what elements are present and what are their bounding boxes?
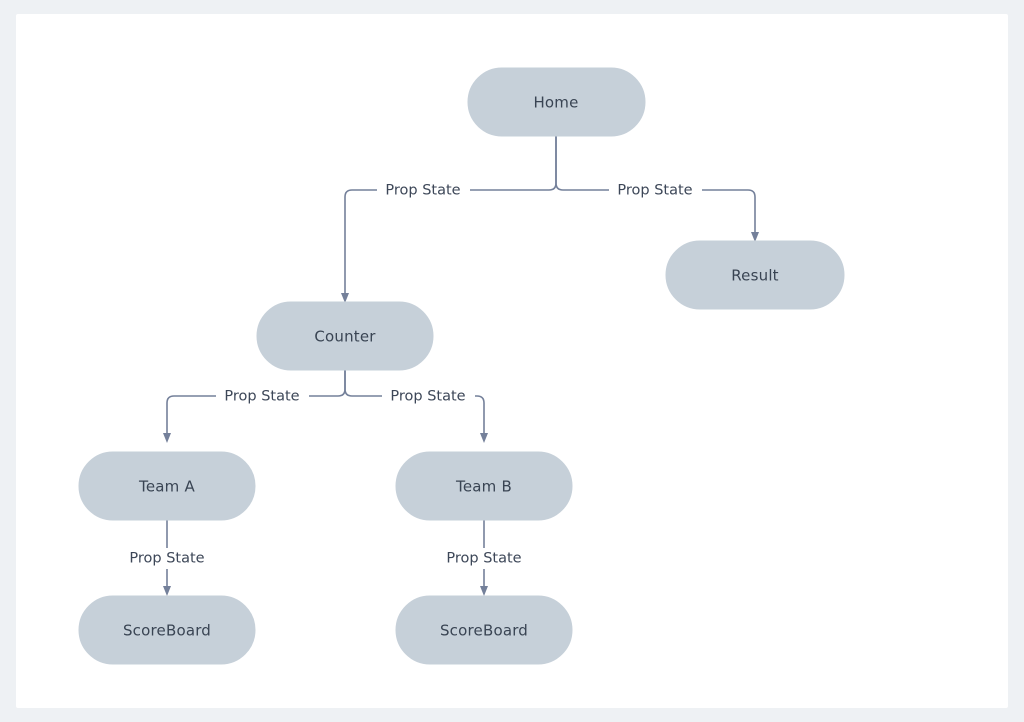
edge-home-counter-label: Prop State xyxy=(385,183,460,199)
edge-team-b-scoreboard-arrowhead xyxy=(480,586,488,596)
edge-team-b-scoreboard-label-bg xyxy=(438,549,531,567)
edge-home-counter-arrowhead xyxy=(341,293,349,303)
edge-counter-team-b-path xyxy=(344,370,485,434)
node-team-b[interactable]: Team B xyxy=(395,451,573,521)
node-team-b-shape xyxy=(395,451,573,521)
node-home-shape xyxy=(467,67,646,137)
node-scoreboard-a[interactable]: ScoreBoard xyxy=(78,595,256,665)
node-result-label: Result xyxy=(731,267,779,285)
node-counter-shape xyxy=(256,301,434,371)
edge-counter-team-a-arrowhead xyxy=(163,433,171,443)
node-scoreboard-a-shape xyxy=(78,595,256,665)
edge-counter-team-b-label: Prop State xyxy=(390,389,465,405)
node-team-a[interactable]: Team A xyxy=(78,451,256,521)
edge-counter-team-a[interactable]: Prop State xyxy=(163,370,346,443)
node-home-label: Home xyxy=(533,94,578,112)
edge-home-result-label: Prop State xyxy=(617,183,692,199)
edge-team-b-scoreboard-label: Prop State xyxy=(446,551,521,567)
edge-team-a-scoreboard-label-bg xyxy=(121,549,214,567)
edge-home-result[interactable]: Prop State xyxy=(555,136,759,242)
node-scoreboard-b-shape xyxy=(395,595,573,665)
edge-counter-team-b-label-bg xyxy=(382,387,475,405)
edge-home-counter[interactable]: Prop State xyxy=(341,136,557,303)
edge-home-result-arrowhead xyxy=(751,232,759,242)
edge-counter-team-a-label-bg xyxy=(216,387,309,405)
node-home[interactable]: Home xyxy=(467,67,646,137)
node-counter-label: Counter xyxy=(314,328,376,346)
node-scoreboard-b-label: ScoreBoard xyxy=(440,622,528,640)
edge-team-a-scoreboard-label: Prop State xyxy=(129,551,204,567)
edge-team-b-scoreboard[interactable]: Prop State xyxy=(438,520,531,596)
node-scoreboard-a-label: ScoreBoard xyxy=(123,622,211,640)
edge-home-result-label-bg xyxy=(609,181,702,199)
edge-counter-team-a-label: Prop State xyxy=(224,389,299,405)
edge-home-result-path xyxy=(555,136,756,233)
edge-team-a-scoreboard-arrowhead xyxy=(163,586,171,596)
node-counter[interactable]: Counter xyxy=(256,301,434,371)
node-result[interactable]: Result xyxy=(665,240,845,310)
node-team-a-label: Team A xyxy=(138,478,195,496)
edge-layer: Prop State Prop State Prop State xyxy=(121,136,759,596)
node-team-a-shape xyxy=(78,451,256,521)
edge-home-counter-label-bg xyxy=(377,181,470,199)
edge-counter-team-b-arrowhead xyxy=(480,433,488,443)
node-scoreboard-b[interactable]: ScoreBoard xyxy=(395,595,573,665)
node-result-shape xyxy=(665,240,845,310)
edge-counter-team-b[interactable]: Prop State xyxy=(344,370,488,443)
edge-team-a-scoreboard[interactable]: Prop State xyxy=(121,520,214,596)
node-team-b-label: Team B xyxy=(455,478,512,496)
node-layer: Home Result Counter Team A Team B ScoreB xyxy=(78,67,845,665)
edge-home-counter-path xyxy=(344,136,557,294)
